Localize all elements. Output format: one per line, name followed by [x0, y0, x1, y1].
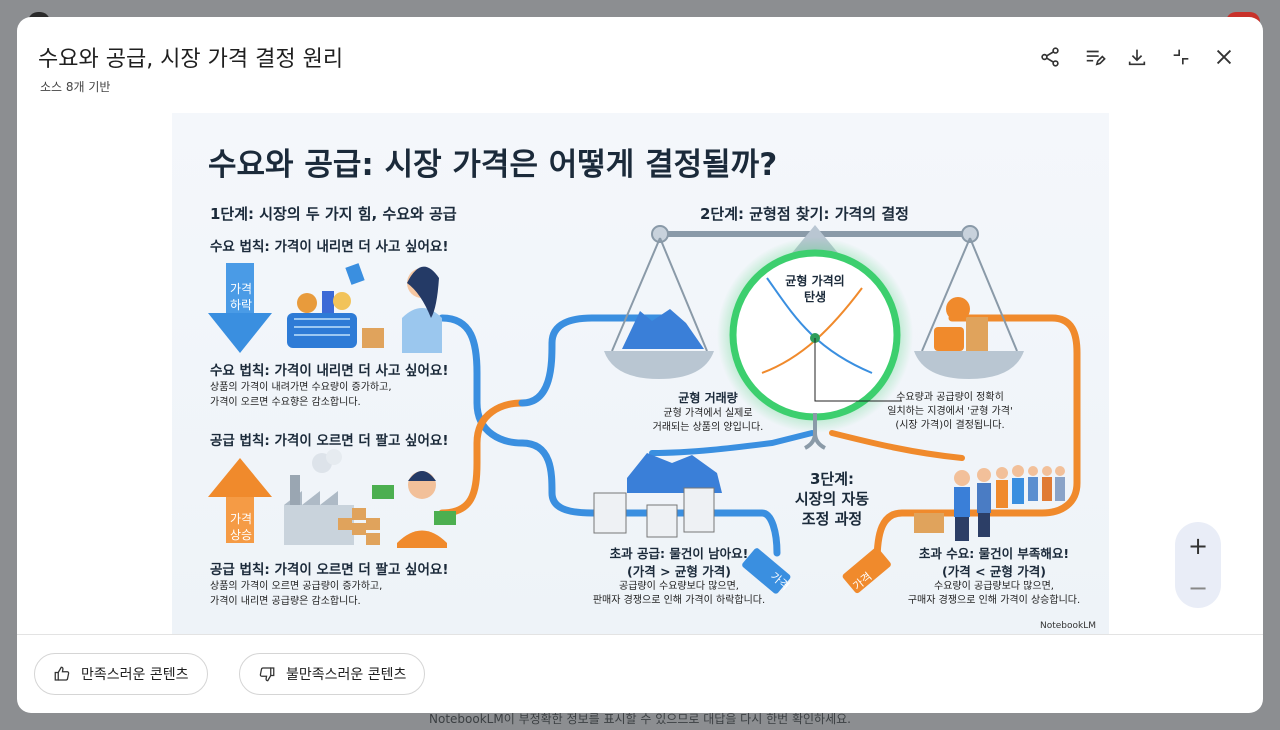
close-icon — [1216, 49, 1232, 65]
crowd-illustration — [842, 465, 1065, 594]
surplus-condition: (가격 > 균형 가격) — [627, 564, 731, 579]
edit-list-icon — [1086, 50, 1106, 66]
balance-scale-illustration — [604, 225, 1024, 379]
dislike-button[interactable]: 불만족스러운 콘텐츠 — [239, 653, 426, 695]
notebooklm-watermark: NotebookLM — [1040, 621, 1097, 631]
zoom-out-button[interactable]: − — [1187, 574, 1209, 602]
price-up-arrow — [208, 458, 272, 543]
seller-man-illustration — [372, 471, 456, 548]
background-disclaimer: NotebookLM이 부정확한 정보를 표시할 수 있으므로 대답을 다시 한… — [429, 712, 851, 726]
equilibrium-quantity-heading: 균형 거래량 — [678, 391, 738, 405]
supply-law-top: 공급 법칙: 가격이 오르면 더 팔고 싶어요! — [210, 433, 449, 449]
source-count: 소스 8개 기반 — [40, 80, 111, 94]
download-icon — [1128, 49, 1146, 66]
like-label: 만족스러운 콘텐츠 — [81, 667, 189, 683]
infographic-image: 수요와 공급: 시장 가격은 어떻게 결정될까? 1단계: 시장의 두 가지 힘… — [172, 113, 1109, 634]
factory-illustration — [284, 449, 380, 545]
shortage-condition: (가격 < 균형 가격) — [942, 564, 1046, 579]
demand-law-heading: 수요 법칙: 가격이 내리면 더 사고 싶어요! — [210, 363, 449, 379]
zoom-in-button[interactable]: + — [1187, 532, 1209, 560]
infographic-title: 수요와 공급: 시장 가격은 어떻게 결정될까? — [208, 147, 778, 183]
step2-heading: 2단계: 균형점 찾기: 가격의 결정 — [700, 205, 909, 223]
shortage-desc: 수요량이 공급량보다 많으면,구매자 경쟁으로 인해 가격이 상승합니다. — [907, 581, 1081, 606]
shopper-woman-illustration — [345, 263, 442, 353]
dislike-label: 불만족스러운 콘텐츠 — [286, 667, 407, 683]
collapse-button[interactable] — [1167, 43, 1195, 71]
share-button[interactable] — [1036, 43, 1064, 71]
footer-divider — [17, 634, 1263, 635]
shopping-bags-illustration — [593, 453, 791, 594]
equilibrium-graph — [717, 237, 913, 450]
collapse-icon — [1173, 49, 1189, 65]
flow-lines — [438, 314, 1081, 567]
share-icon — [1041, 47, 1059, 67]
like-button[interactable]: 만족스러운 콘텐츠 — [34, 653, 208, 695]
shortage-heading: 초과 수요: 물건이 부족해요! — [918, 546, 1070, 561]
infographic-artwork — [208, 225, 1081, 594]
surplus-heading: 초과 공급: 물건이 남아요! — [609, 546, 749, 561]
supply-desc-2: 가격이 내리면 공급량은 감소합니다. — [210, 596, 361, 607]
thumbs-down-icon — [259, 667, 275, 682]
demand-desc-2: 가격이 오르면 수요향은 감소합니다. — [210, 397, 361, 408]
step1-heading: 1단계: 시장의 두 가지 힘, 수요와 공급 — [210, 205, 457, 223]
shopping-basket-illustration — [287, 291, 384, 348]
close-button[interactable] — [1210, 43, 1238, 71]
infographic-modal: 수요와 공급, 시장 가격 결정 원리 소스 8개 기반 — [17, 17, 1263, 713]
demand-desc-1: 상품의 가격이 내려가면 수요량이 증가하고, — [210, 382, 392, 393]
supply-law-heading: 공급 법칙: 가격이 오르면 더 팔고 싶어요! — [210, 562, 449, 578]
surplus-desc: 공급량이 수요량보다 많으면,판매자 경쟁으로 인해 가격이 하락합니다. — [592, 581, 766, 606]
price-down-arrow — [208, 263, 272, 353]
zoom-controls: + − — [1175, 522, 1221, 608]
thumbs-up-icon — [54, 666, 70, 681]
download-button[interactable] — [1123, 43, 1151, 71]
edit-button[interactable] — [1081, 43, 1109, 71]
demand-law-top: 수요 법칙: 가격이 내리면 더 사고 싶어요! — [210, 239, 449, 255]
modal-title: 수요와 공급, 시장 가격 결정 원리 — [38, 47, 344, 72]
supply-desc-1: 상품의 가격이 오르면 공급량이 증가하고, — [210, 581, 383, 592]
